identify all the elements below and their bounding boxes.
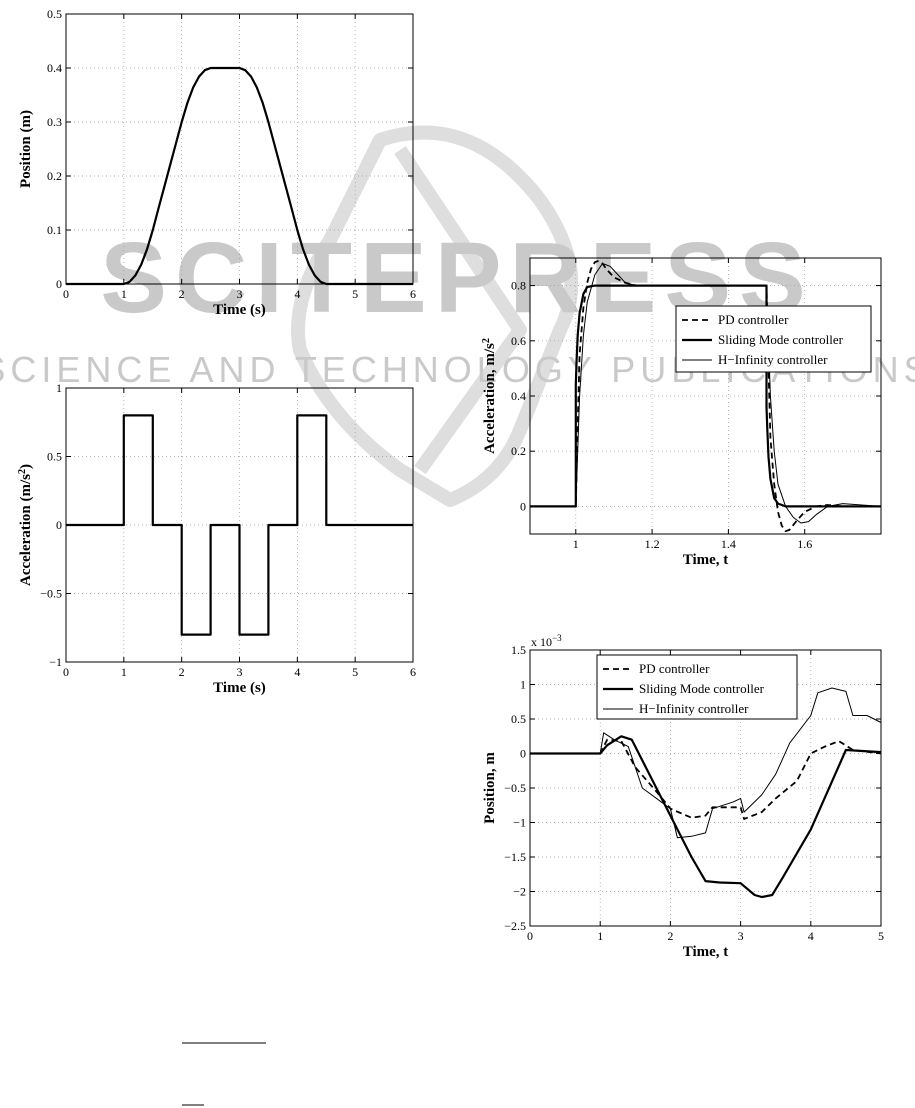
ticks: 1 1.2 1.4 1.6 0 0.2 0.4 0.6 0.8 xyxy=(511,258,881,551)
y-tick-label: −0.5 xyxy=(40,587,62,601)
x-tick-label: 1.4 xyxy=(721,537,736,551)
series-layer xyxy=(530,687,882,899)
y-axis-label: Position (m) xyxy=(18,110,34,188)
y-tick-label: −1 xyxy=(49,655,62,669)
x-tick-label: 0 xyxy=(63,287,69,301)
y-tick-label: 1.5 xyxy=(511,643,526,657)
series-line-thin xyxy=(530,263,882,524)
y-axis-label: Acceleration (m/s2) xyxy=(17,464,35,586)
legend-label: PD controller xyxy=(639,661,710,676)
y-tick-label: 0.5 xyxy=(511,712,526,726)
y-tick-label: 0.1 xyxy=(47,223,62,237)
position-error-comparison-chart: 0 1 2 3 4 5 −2.5 −2 −1.5 −1 −0.5 0 0.5 1 1.5 PD contro… xyxy=(482,633,884,960)
y-axis-label-main: Acceleration (m/s xyxy=(18,474,34,586)
ticks: 0 1 2 3 4 5 −2.5 −2 −1.5 −1 −0.5 0 0.5 1 1.5 xyxy=(504,643,884,943)
x-tick-label: 1.6 xyxy=(797,537,812,551)
y-tick-label: 0.4 xyxy=(47,61,62,75)
x-tick-label: 6 xyxy=(410,287,416,301)
x-tick-label: 2 xyxy=(179,287,185,301)
series-line-dashed xyxy=(530,738,882,820)
y-axis-label: Position, m xyxy=(482,752,498,824)
y-tick-label: 0.8 xyxy=(511,279,526,293)
y-tick-label: 0.5 xyxy=(47,7,62,21)
x-tick-label: 1 xyxy=(573,537,579,551)
y-tick-label: 0.5 xyxy=(47,450,62,464)
x-tick-label: 4 xyxy=(294,665,300,679)
y-tick-label: 0 xyxy=(56,518,62,532)
y-axis-label-sup: 2 xyxy=(17,469,28,474)
x-tick-label: 4 xyxy=(294,287,300,301)
y-tick-label: 0.4 xyxy=(511,389,526,403)
y-axis-label: Acceleration, m/s2 xyxy=(481,338,499,454)
y-tick-label: 0.2 xyxy=(511,444,526,458)
y-axis-exponent: x 10−3 xyxy=(531,633,562,649)
exponent-base: x 10 xyxy=(531,635,552,649)
series-layer xyxy=(530,259,882,533)
x-tick-label: 0 xyxy=(63,665,69,679)
legend-label: PD controller xyxy=(718,312,789,327)
y-tick-label: −2.5 xyxy=(504,919,526,933)
series-line-thick xyxy=(66,66,413,286)
y-tick-label: 0 xyxy=(56,277,62,291)
y-tick-label: 0 xyxy=(520,499,526,513)
y-tick-label: 0 xyxy=(520,747,526,761)
series-line-thin xyxy=(530,687,882,839)
acceleration-comparison-chart: 1 1.2 1.4 1.6 0 0.2 0.4 0.6 0.8 PD controllerSli… xyxy=(481,257,882,568)
x-tick-label: 1.2 xyxy=(645,537,660,551)
x-axis-label: Time, t xyxy=(683,944,729,960)
y-tick-label: −0.5 xyxy=(504,781,526,795)
x-tick-label: 3 xyxy=(237,665,243,679)
x-tick-label: 5 xyxy=(352,287,358,301)
x-tick-label: 5 xyxy=(878,929,884,943)
y-tick-label: 1 xyxy=(520,678,526,692)
series-layer xyxy=(66,66,413,286)
series-line-thick xyxy=(66,414,413,636)
x-axis-label: Time (s) xyxy=(213,680,266,696)
x-tick-label: 1 xyxy=(597,929,603,943)
x-tick-label: 3 xyxy=(237,287,243,301)
y-axis-label-sup: 2 xyxy=(481,338,492,343)
legend-label: Sliding Mode controller xyxy=(718,332,844,347)
y-tick-label: −1.5 xyxy=(504,850,526,864)
exponent-power: −3 xyxy=(552,633,562,643)
x-tick-label: 0 xyxy=(527,929,533,943)
ticks: 0 1 2 3 4 5 6 −1 −0.5 0 0.5 1 xyxy=(40,381,416,679)
x-tick-label: 1 xyxy=(121,287,127,301)
x-tick-label: 4 xyxy=(808,929,814,943)
y-tick-label: 0.6 xyxy=(511,334,526,348)
x-axis-label: Time (s) xyxy=(213,302,266,318)
y-axis-label-end: ) xyxy=(18,464,34,469)
y-tick-label: 0.2 xyxy=(47,169,62,183)
watermark: SCITEPRESS SCIENCE AND TECHNOLOGY PUBLIC… xyxy=(0,125,915,507)
position-reference-chart: 0 1 2 3 4 5 6 0 0.1 0.2 0.3 0.4 0.5 Time (s) Positio… xyxy=(18,7,416,318)
series-line-thick xyxy=(530,735,882,899)
x-tick-label: 2 xyxy=(179,665,185,679)
x-tick-label: 5 xyxy=(352,665,358,679)
legend-label: Sliding Mode controller xyxy=(639,681,765,696)
x-tick-label: 2 xyxy=(667,929,673,943)
ticks: 0 1 2 3 4 5 6 0 0.1 0.2 0.3 0.4 0.5 xyxy=(47,7,416,301)
legend-label: H−Infinity controller xyxy=(718,352,828,367)
y-tick-label: −1 xyxy=(513,816,526,830)
x-tick-label: 6 xyxy=(410,665,416,679)
legend-box xyxy=(596,654,798,720)
series-layer xyxy=(66,414,413,636)
x-tick-label: 1 xyxy=(121,665,127,679)
y-tick-label: −2 xyxy=(513,885,526,899)
y-axis-label-main: Acceleration, m/s xyxy=(482,343,498,454)
y-tick-label: 1 xyxy=(56,381,62,395)
x-axis-label: Time, t xyxy=(683,552,729,568)
x-tick-label: 3 xyxy=(738,929,744,943)
y-tick-label: 0.3 xyxy=(47,115,62,129)
acceleration-reference-chart: 0 1 2 3 4 5 6 −1 −0.5 0 0.5 1 Time (s) Acceleration… xyxy=(17,381,417,696)
watermark-emblem xyxy=(291,125,579,507)
legend-label: H−Infinity controller xyxy=(639,701,749,716)
